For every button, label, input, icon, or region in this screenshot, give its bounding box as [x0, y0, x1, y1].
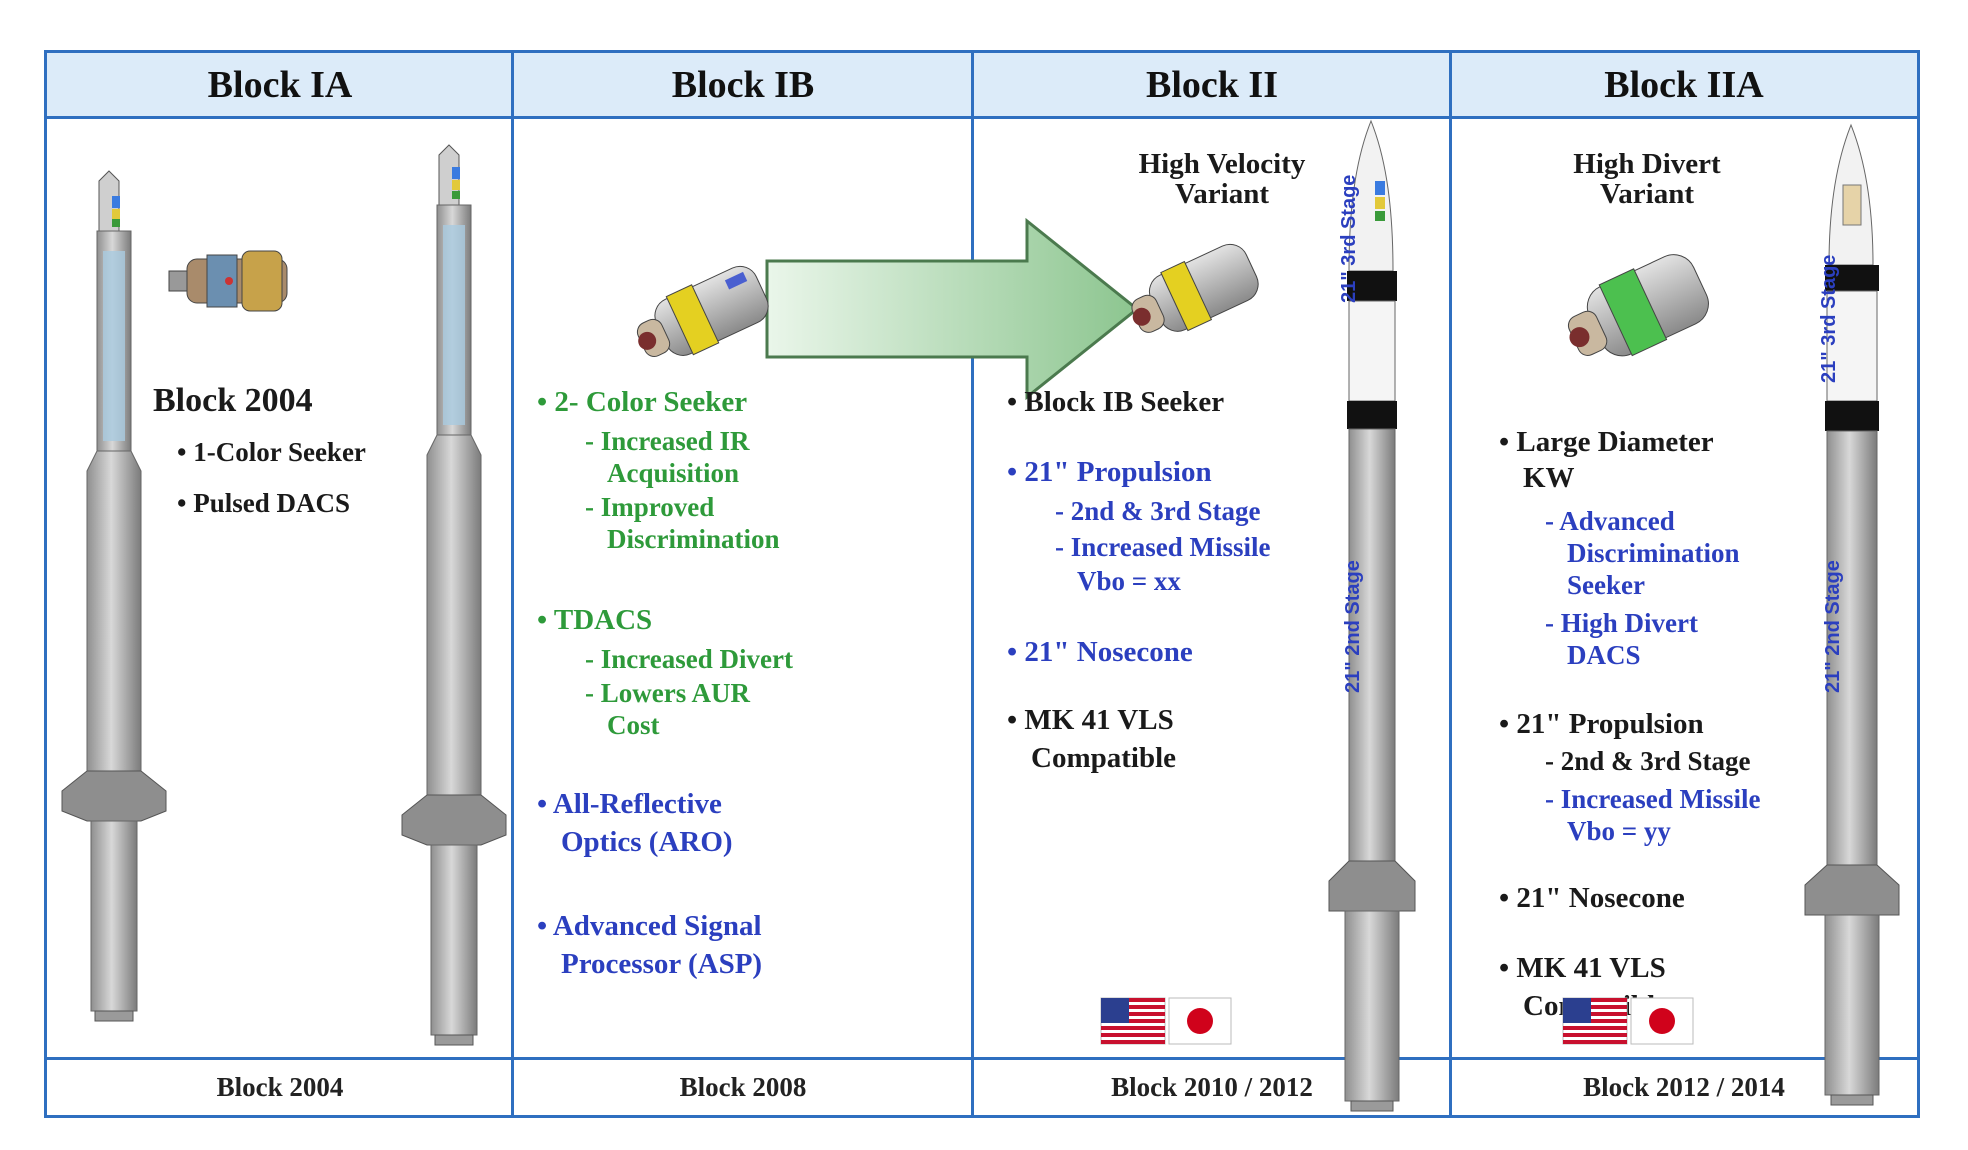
- ib-item-optics-aro: Optics (ARO): [561, 826, 733, 858]
- ib-sub-increased-divert: - Increased Divert: [585, 644, 793, 674]
- ii-stage2-label: 21" 2nd Stage: [1342, 560, 1364, 693]
- ib-item-processor-asp: Processor (ASP): [561, 948, 763, 980]
- iia-sub-increased-missile: - Increased Missile: [1545, 784, 1761, 814]
- footer-block-ii: Block 2010 / 2012: [973, 1057, 1451, 1115]
- iia-sub-high-divert: - High Divert: [1545, 608, 1698, 638]
- kill-vehicle-illustration: [1567, 254, 1709, 357]
- ib-item-advanced-signal: • Advanced Signal: [537, 910, 762, 942]
- ii-sub-vbo: Vbo = xx: [1077, 566, 1181, 596]
- ii-item-nosecone: • 21" Nosecone: [1007, 636, 1193, 668]
- iia-item-kw: KW: [1523, 462, 1575, 494]
- ib-item-all-reflective: • All-Reflective: [537, 788, 722, 820]
- ib-item-tdacs: • TDACS: [537, 604, 653, 636]
- iia-stage2-label: 21" 2nd Stage: [1822, 560, 1844, 693]
- iia-sub-advanced: - Advanced: [1545, 506, 1675, 536]
- ib-sub-increased-ir: - Increased IR: [585, 426, 750, 456]
- ii-item-mk41: • MK 41 VLS: [1007, 704, 1174, 736]
- footer-block-ia: Block 2004: [47, 1057, 513, 1115]
- japan-flag-icon: [1630, 997, 1694, 1045]
- iia-sub-discrimination: Discrimination: [1567, 538, 1740, 568]
- header-block-ii: Block II: [973, 53, 1451, 119]
- ib-sub-improved: - Improved: [585, 492, 715, 522]
- ib-sub-discrimination: Discrimination: [607, 524, 780, 554]
- iia-item-propulsion: • 21" Propulsion: [1499, 708, 1704, 740]
- kill-vehicle-illustration: [168, 250, 288, 312]
- iia-sub-seeker: Seeker: [1567, 570, 1645, 600]
- ii-sub-increased-missile: - Increased Missile: [1055, 532, 1271, 562]
- iia-item-mk41: • MK 41 VLS: [1499, 952, 1666, 984]
- ii-item-compatible: Compatible: [1031, 742, 1176, 774]
- header-block-ia: Block IA: [47, 53, 513, 119]
- ib-item-2-color-seeker: • 2- Color Seeker: [537, 386, 748, 418]
- iia-item-large-diameter: • Large Diameter: [1499, 426, 1714, 458]
- us-flag-icon: [1562, 997, 1628, 1045]
- block-ii-variant-title: High Velocity Variant: [1138, 148, 1306, 211]
- ib-sub-lowers-aur: - Lowers AUR: [585, 678, 750, 708]
- iia-item-nosecone: • 21" Nosecone: [1499, 882, 1685, 914]
- column-divider: [971, 53, 974, 1115]
- ib-sub-acquisition: Acquisition: [607, 458, 740, 488]
- missile-illustration: [1804, 123, 1900, 1106]
- missile-illustration: [61, 170, 167, 1022]
- bullet-1-color-seeker: • 1-Color Seeker: [177, 437, 366, 467]
- us-flag-icon: [1100, 997, 1166, 1045]
- ii-stage3-label: 21" 3rd Stage: [1338, 174, 1360, 303]
- block-iia-variant-title: High Divert Variant: [1573, 148, 1721, 211]
- column-divider: [1449, 53, 1452, 1115]
- missile-illustration: [401, 144, 507, 1046]
- header-block-ib: Block IB: [513, 53, 973, 119]
- ii-item-propulsion: • 21" Propulsion: [1007, 456, 1212, 488]
- block-comparison-table: Block IA Block IB Block II Block IIA Blo…: [44, 50, 1920, 1118]
- kill-vehicle-illustration: [636, 265, 769, 357]
- progression-arrow: [765, 217, 1140, 401]
- ib-sub-cost: Cost: [607, 710, 660, 740]
- footer-block-iia: Block 2012 / 2014: [1451, 1057, 1917, 1115]
- block-2004-title: Block 2004: [153, 382, 313, 419]
- iia-stage3-label: 21" 3rd Stage: [1818, 254, 1840, 383]
- iia-sub-stages: - 2nd & 3rd Stage: [1545, 746, 1751, 776]
- header-block-iia: Block IIA: [1451, 53, 1917, 119]
- japan-flag-icon: [1168, 997, 1232, 1045]
- bullet-pulsed-dacs: • Pulsed DACS: [177, 488, 350, 518]
- kill-vehicle-illustration: [1131, 243, 1259, 333]
- column-divider: [511, 53, 514, 1115]
- iia-sub-vbo: Vbo = yy: [1567, 816, 1671, 846]
- ii-sub-stages: - 2nd & 3rd Stage: [1055, 496, 1261, 526]
- ii-item-block-ib-seeker: • Block IB Seeker: [1007, 386, 1225, 418]
- iia-sub-dacs: DACS: [1567, 640, 1641, 670]
- missile-illustration: [1328, 119, 1416, 1112]
- footer-block-ib: Block 2008: [513, 1057, 973, 1115]
